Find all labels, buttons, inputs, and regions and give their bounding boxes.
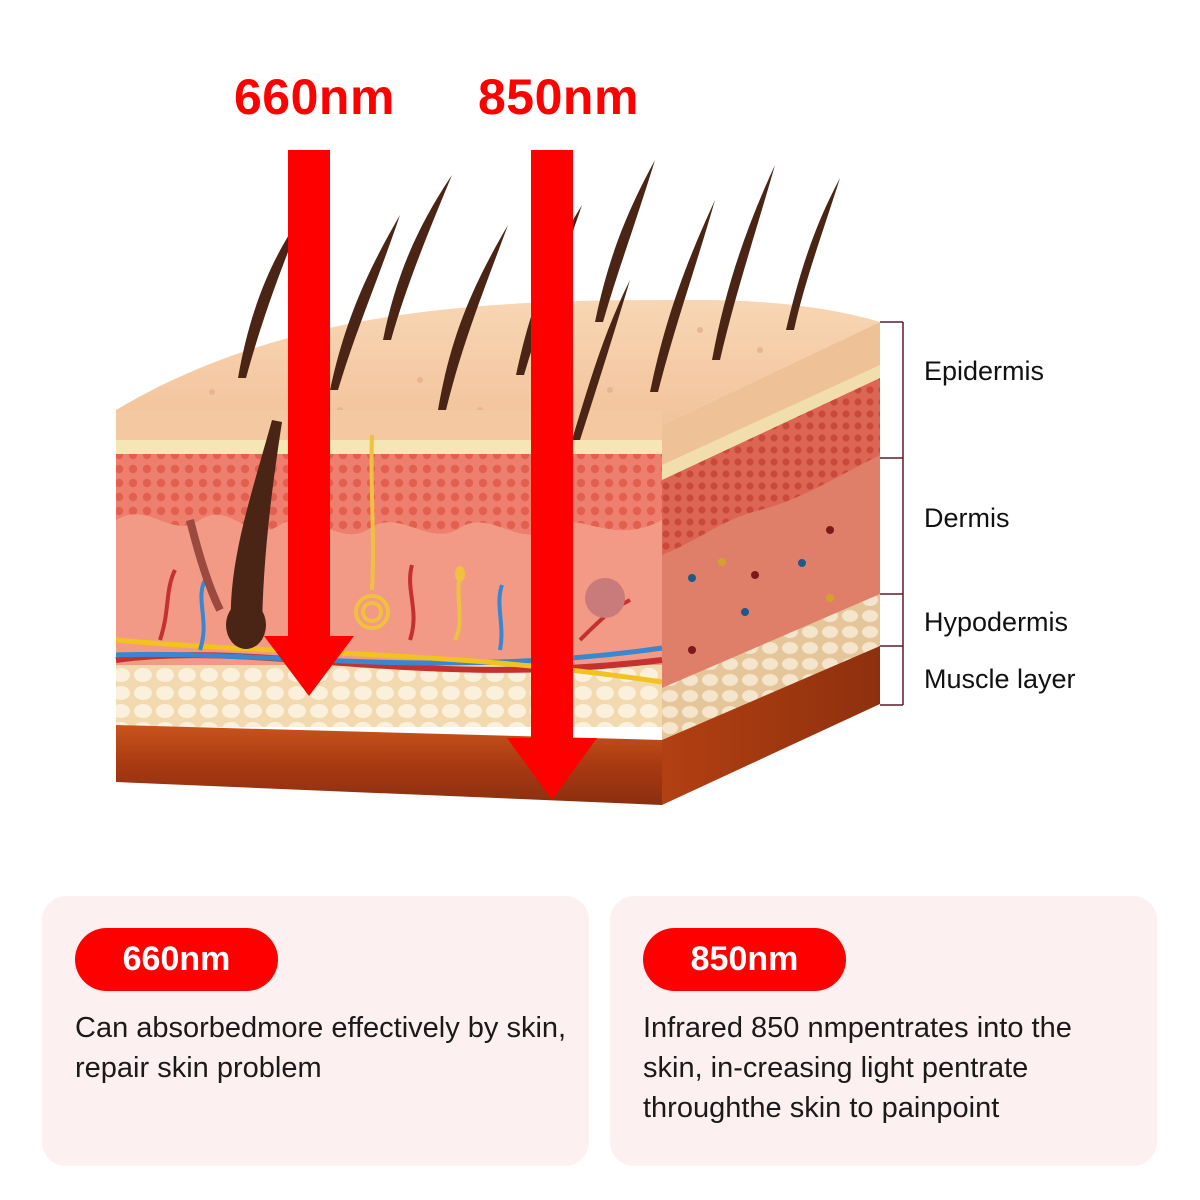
side-epidermis xyxy=(662,322,880,470)
side-dermis-cells xyxy=(662,378,880,560)
side-dermis-tissue xyxy=(662,455,880,690)
layer-label-dermis: Dermis xyxy=(924,503,1010,533)
hair-follicle xyxy=(230,420,282,640)
front-epidermis-basal xyxy=(116,440,662,454)
info-card-850nm: 850nm Infrared 850 nmpentrates into the … xyxy=(610,896,1157,1166)
description-660nm: Can absorbedmore effectively by skin, re… xyxy=(75,1012,567,1084)
layer-bracket xyxy=(880,321,904,706)
arrow-850nm xyxy=(507,150,597,800)
layer-label-hypodermis: Hypodermis xyxy=(924,607,1069,637)
front-hypodermis xyxy=(116,665,662,727)
side-dermis-dots xyxy=(688,526,834,654)
badge-850nm: 850nm xyxy=(643,928,846,991)
side-muscle xyxy=(662,646,880,805)
description-850nm: Infrared 850 nmpentrates into the skin, … xyxy=(643,1012,1072,1124)
layer-label-muscle: Muscle layer xyxy=(924,664,1076,694)
wavelength-title-850: 850nm xyxy=(478,69,639,125)
nerve-ending xyxy=(455,566,465,582)
side-epidermis-basal xyxy=(662,365,880,482)
skin-cross-section-diagram xyxy=(115,150,904,805)
info-card-660nm: 660nm Can absorbedmore effectively by sk… xyxy=(42,896,589,1166)
wavelength-title-660: 660nm xyxy=(234,69,395,125)
layer-label-epidermis: Epidermis xyxy=(924,356,1045,386)
arrow-660nm xyxy=(264,150,354,696)
badge-660nm: 660nm xyxy=(75,928,278,991)
arrector-muscle xyxy=(186,519,224,612)
gland-cluster xyxy=(585,578,625,618)
front-muscle xyxy=(116,725,662,805)
hair-bulb xyxy=(226,601,266,649)
side-hypodermis xyxy=(662,594,880,742)
